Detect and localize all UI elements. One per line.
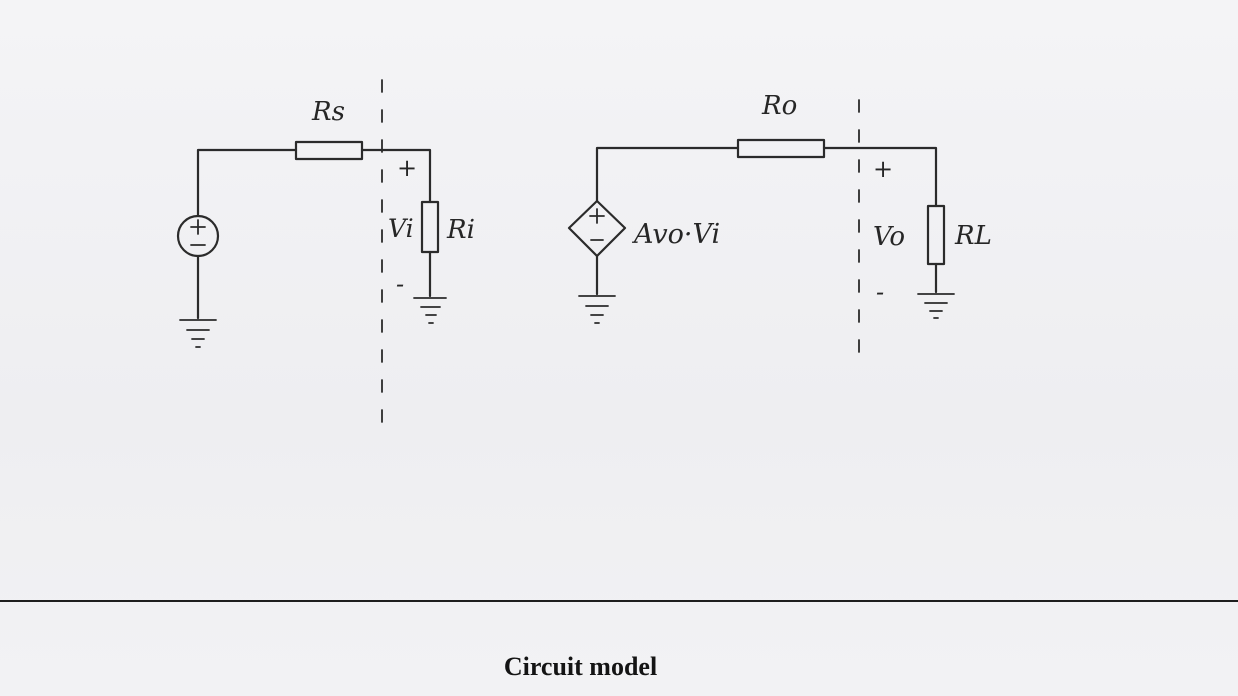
ground-symbol-source xyxy=(179,319,217,348)
independent-voltage-source xyxy=(176,214,220,258)
dependent-source-label: Avo·Vi xyxy=(631,219,720,250)
output-plus-label: + xyxy=(873,155,893,183)
input-plus-label: + xyxy=(397,154,417,182)
vo-label: Vo xyxy=(873,222,905,252)
rl-resistor xyxy=(926,204,946,266)
rs-label: Rs xyxy=(311,97,345,127)
wire-dep-source-to-ro xyxy=(595,146,740,203)
output-minus-label: - xyxy=(876,278,884,306)
ground-symbol-rl xyxy=(917,293,955,319)
wire-source-to-rs xyxy=(196,148,298,217)
ground-symbol-dep-source xyxy=(578,295,616,324)
input-stage: Rs + Vi Ri - xyxy=(176,79,475,441)
ro-resistor xyxy=(736,138,826,159)
ground-symbol-ri xyxy=(413,297,447,324)
dependent-voltage-source xyxy=(567,199,627,258)
vi-label: Vi xyxy=(388,214,414,243)
ro-label: Ro xyxy=(761,91,797,121)
rl-label: RL xyxy=(954,221,992,251)
input-minus-label: - xyxy=(396,270,404,298)
wire-rs-to-ri xyxy=(360,148,432,204)
horizontal-rule xyxy=(0,600,1238,602)
figure-caption: Circuit model xyxy=(503,652,658,681)
rs-resistor xyxy=(294,140,364,161)
output-stage: Ro Avo·Vi + Vo RL - xyxy=(567,91,992,371)
circuit-diagram: Rs + Vi Ri - xyxy=(176,79,992,441)
wire-ro-to-rl xyxy=(822,146,938,208)
ri-resistor xyxy=(420,200,440,254)
ri-label: Ri xyxy=(446,215,475,245)
